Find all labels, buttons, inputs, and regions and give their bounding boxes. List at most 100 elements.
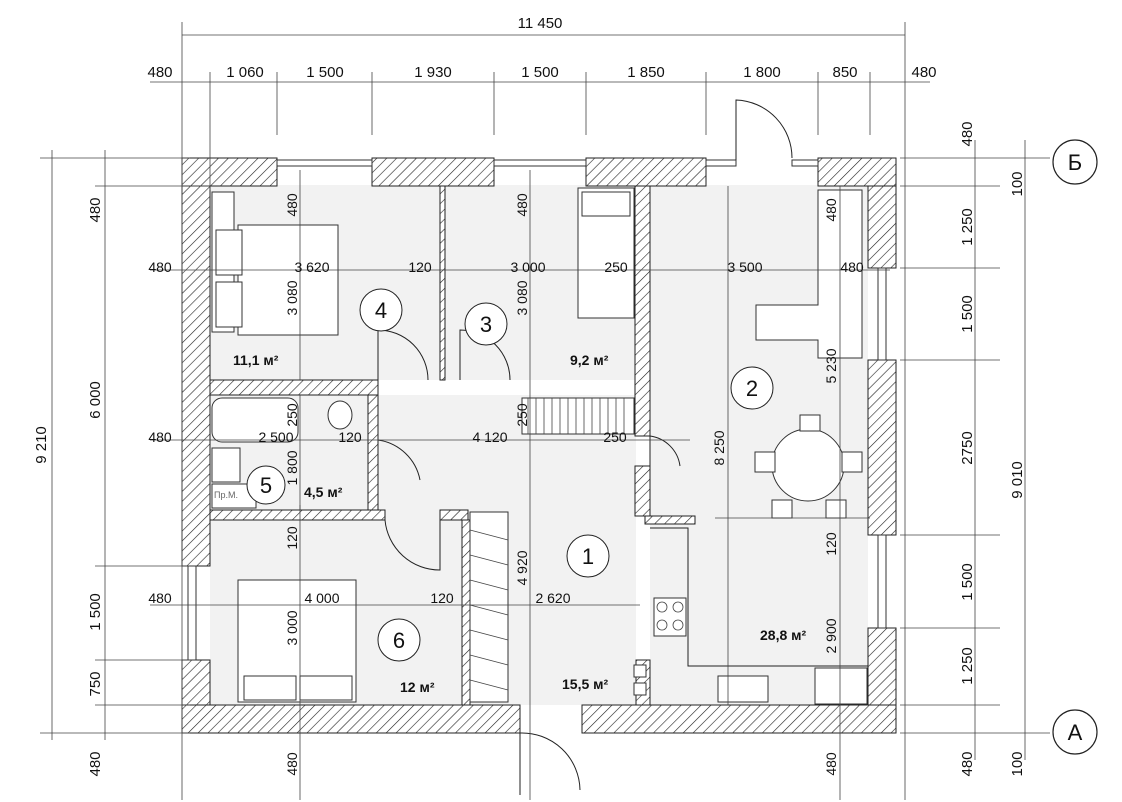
dimension-lines [40,22,1050,800]
sofa-icon [755,189,863,359]
right-seg: 480 [959,121,976,146]
room-4-area: 11,1 м² [233,352,279,368]
room-2-area: 28,8 м² [760,627,806,643]
dim-text: 3 000 [510,259,545,275]
dim-text: 120 [338,429,362,445]
dim-text: 120 [430,590,454,606]
right-seg: 1 250 [959,647,976,685]
right-dimensions: 9 010 480 100 1 250 1 500 2750 1 500 1 2… [959,121,1026,776]
room-4-number: 4 [375,298,387,323]
dim-text: 3 000 [284,610,300,645]
dim-text: 250 [603,429,627,445]
dim-text: 480 [284,193,300,217]
dim-text: 120 [823,532,839,556]
dim-text: 250 [284,403,300,427]
right-seg: 1 500 [959,563,976,601]
top-dim: 1 500 [306,64,344,81]
dim-text: 120 [284,526,300,550]
dim-text: 2 500 [258,429,293,445]
right-seg: 100 [1009,171,1026,196]
dim-text: 480 [823,752,839,776]
wardrobe-icon [521,397,635,435]
room-5-marker [246,465,286,505]
dim-text: 8 250 [711,430,727,465]
furniture [211,187,868,705]
axis-b-label: Б [1068,150,1082,175]
room-4-marker [359,288,403,332]
left-total: 9 210 [33,426,50,464]
right-seg: 100 [1009,751,1026,776]
top-dim: 1 850 [627,64,665,81]
top-dim: 480 [147,64,172,81]
left-seg: 480 [87,751,104,776]
dim-text: 480 [823,198,839,222]
sink-icon [717,675,769,703]
room-3-marker [464,302,508,346]
dim-text: 250 [514,403,530,427]
right-seg: 480 [959,751,976,776]
dim-text: 4 000 [304,590,339,606]
right-seg: 1 500 [959,295,976,333]
room-3-number: 3 [480,312,492,337]
left-dimensions: 9 210 6 000 480 1 500 750 480 [33,197,104,776]
right-seg: 2750 [959,431,976,464]
left-seg: 480 [87,197,104,222]
closet-icon [469,511,509,703]
dim-text: 480 [840,259,864,275]
axis-a-label: А [1068,720,1083,745]
doors [377,99,793,795]
top-dim: 850 [832,64,857,81]
room-1-number: 1 [582,544,594,569]
washing-machine-label: Пр.М. [214,490,238,500]
dim-text: 120 [408,259,432,275]
left-seg: 750 [87,671,104,696]
dim-text: 5 230 [823,348,839,383]
room-labels: 4 11,1 м² 3 9,2 м² 2 28,8 м² 1 15,5 м² 5… [214,288,806,695]
top-dim: 1 060 [226,64,264,81]
stove-icon [653,597,687,637]
room-5-area: 4,5 м² [304,484,343,500]
internal-dimensions: 480 3 620 120 3 000 250 3 500 480 480 2 … [148,193,864,776]
dim-text: 2 620 [535,590,570,606]
dim-text: 4 920 [514,550,530,585]
exterior-walls [181,157,897,734]
room-6-area: 12 м² [400,679,435,695]
room-6-number: 6 [393,628,405,653]
axis-b-marker [1052,139,1098,185]
room-6-marker [377,618,421,662]
dim-text: 3 500 [727,259,762,275]
left-seg: 1 500 [87,593,104,631]
dim-text: 3 620 [294,259,329,275]
toilet-icon [327,400,353,430]
room-2-number: 2 [746,376,758,401]
washbasin-icon [211,447,241,483]
dim-text: 2 900 [823,618,839,653]
bathtub-icon [211,397,299,443]
dim-text: 3 080 [514,280,530,315]
dim-text: 480 [148,429,172,445]
axis-markers: Б А [1052,139,1098,755]
left-inner: 6 000 [87,381,104,419]
top-dim: 1 800 [743,64,781,81]
overall-width: 11 450 [518,15,563,32]
room-1-marker [566,534,610,578]
bed-icon [237,224,339,336]
right-seg: 1 250 [959,208,976,246]
dim-text: 4 120 [472,429,507,445]
top-dim: 1 930 [414,64,452,81]
room-1-area: 15,5 м² [562,676,608,692]
dim-text: 480 [514,193,530,217]
dim-text: 1 800 [284,450,300,485]
dim-text: 480 [148,259,172,275]
room-2-marker [730,366,774,410]
dim-text: 480 [284,752,300,776]
top-dim: 1 500 [521,64,559,81]
interior-walls [209,185,696,706]
room-5-number: 5 [260,473,272,498]
right-total: 9 010 [1009,461,1026,499]
dim-text: 250 [604,259,628,275]
dim-text: 480 [148,590,172,606]
dim-text: 3 080 [284,280,300,315]
top-dim: 480 [911,64,936,81]
